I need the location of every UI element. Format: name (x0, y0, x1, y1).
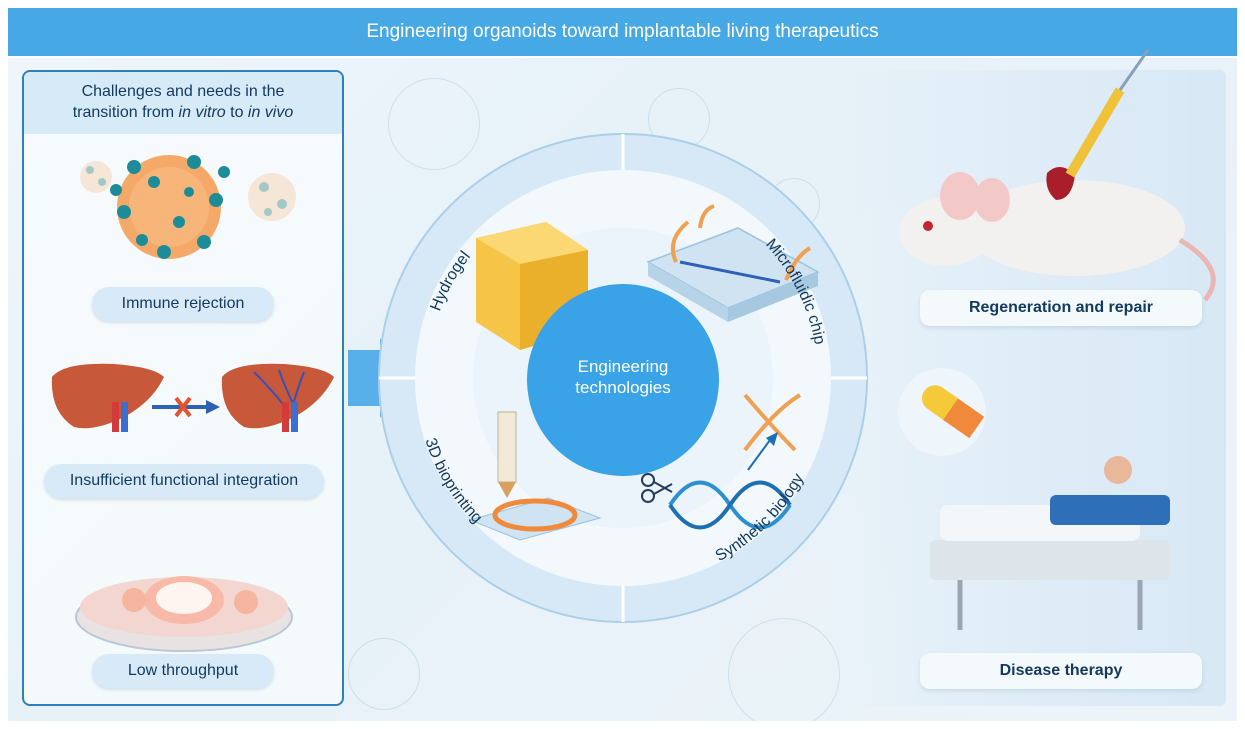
quadrant-label-microfluidic: Microfluidic chip (762, 236, 828, 346)
microfluidic-chip-icon (646, 204, 820, 322)
background-bubble (348, 638, 420, 710)
application-label: Regeneration and repair (968, 299, 1154, 316)
title-in-vitro: in vitro (178, 104, 226, 121)
banner-title: Engineering organoids toward implantable… (366, 21, 879, 42)
challenges-panel: Challenges and needs in the transition f… (22, 70, 344, 706)
vascularized-liver-icon (221, 363, 334, 432)
dna-icon (668, 393, 802, 530)
liver-icon (51, 363, 164, 432)
immune-organoid-icon (80, 155, 296, 259)
mouse-icon (899, 49, 1216, 302)
blocked-arrow-icon (152, 396, 220, 418)
application-label: Disease therapy (999, 662, 1123, 679)
challenge-label: Insufficient functional integration (69, 472, 299, 489)
scissors-icon (641, 473, 673, 503)
challenge-illustrations (51, 155, 334, 652)
hub-label-line2: technologies (575, 378, 670, 397)
application-disease-therapy: Disease therapy (920, 653, 1202, 689)
quadrant-label-synthetic-biology: Synthetic biology (713, 471, 808, 565)
background-bubble (388, 78, 480, 170)
banner: Engineering organoids toward implantable… (8, 8, 1237, 56)
bioprinter-icon (468, 411, 602, 541)
challenge-functional-integration: Insufficient functional integration (44, 464, 324, 498)
challenges-title-line1: Challenges and needs in the (81, 83, 285, 100)
challenge-label: Immune rejection (121, 295, 245, 312)
title-text: transition from (72, 104, 179, 121)
application-regeneration: Regeneration and repair (920, 290, 1202, 326)
challenge-immune-rejection: Immune rejection (92, 287, 274, 321)
challenges-title: Challenges and needs in the transition f… (24, 72, 342, 134)
applications-panel (822, 70, 1226, 706)
hub-label-line1: Engineering (578, 357, 669, 376)
title-in-vivo: in vivo (247, 104, 294, 121)
challenge-low-throughput: Low throughput (92, 654, 274, 688)
challenges-title-line2: transition from in vitro to in vivo (24, 102, 342, 123)
quadrant-label-hydrogel: Hydrogel (427, 248, 473, 313)
quadrant-label-bioprinting: 3D bioprinting (421, 436, 485, 527)
petri-dish-icon (75, 576, 293, 652)
title-text: to (225, 104, 248, 121)
pill-capsule-icon (898, 368, 986, 456)
engineering-hub (527, 284, 719, 476)
challenge-label: Low throughput (127, 662, 239, 679)
hospital-bed-icon (930, 456, 1170, 630)
